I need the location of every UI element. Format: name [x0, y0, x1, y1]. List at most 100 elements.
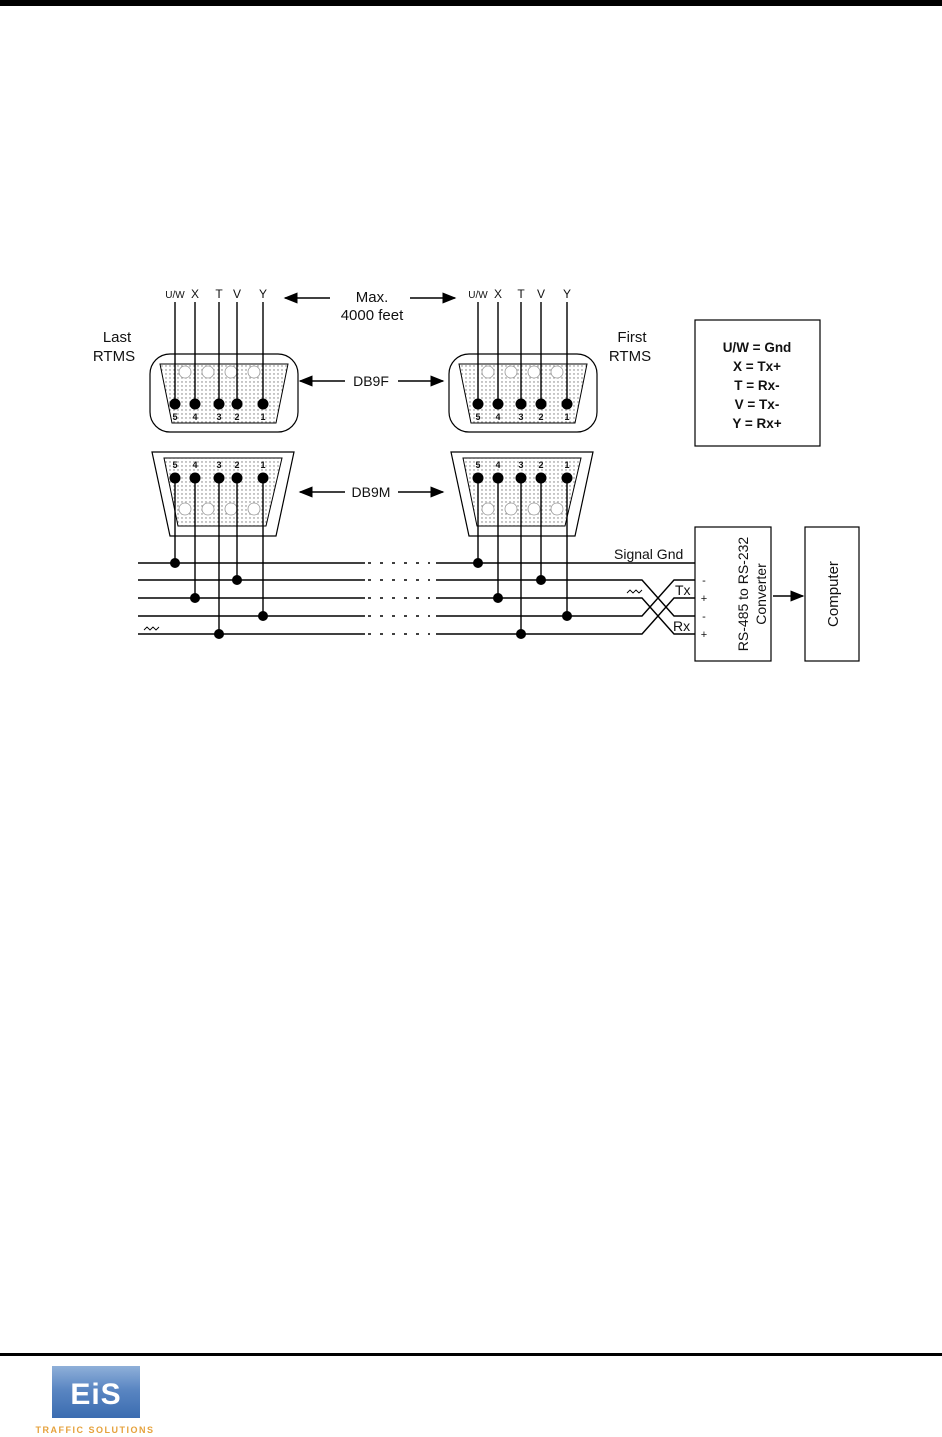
- converter-label: RS-485 to RS-232: [735, 537, 751, 652]
- pin-hole: [248, 503, 260, 515]
- db9m-pin-dot: [170, 473, 181, 484]
- terminator-resistor-icon: [627, 590, 642, 593]
- eis-logo: EiS TRAFFIC SOLUTIONS: [20, 1364, 170, 1437]
- wire-label-V: V: [537, 287, 545, 301]
- bus-junction-dot: [516, 629, 526, 639]
- db9f-pin-number: 3: [518, 412, 523, 422]
- db9f-pin-number: 2: [538, 412, 543, 422]
- polarity-label: -: [702, 611, 706, 623]
- db9f-pin-number: 5: [475, 412, 480, 422]
- db9f-pin-dot: [232, 399, 243, 410]
- db9f-pin-dot: [190, 399, 201, 410]
- db9f-pin-number: 1: [564, 412, 569, 422]
- max-distance-value: 4000 feet: [341, 307, 404, 324]
- db9m-pin-dot: [190, 473, 201, 484]
- wire-label-Y: Y: [563, 287, 571, 301]
- footer-rule: [0, 1353, 942, 1356]
- db9f-pin-number: 5: [172, 412, 177, 422]
- last-rtms-label: RTMS: [93, 348, 135, 365]
- db9m-pin-number: 3: [216, 460, 221, 470]
- legend-entry: U/W = Gnd: [723, 340, 792, 355]
- db9m-pin-number: 2: [234, 460, 239, 470]
- last-rtms-label: Last: [103, 329, 132, 346]
- pin-hole: [225, 366, 237, 378]
- db9f-pin-dot: [473, 399, 484, 410]
- db9f-pin-dot: [562, 399, 573, 410]
- db9f-pin-number: 3: [216, 412, 221, 422]
- db9m-pin-dot: [258, 473, 269, 484]
- db9m-pin-number: 3: [518, 460, 523, 470]
- legend-entry: T = Rx-: [734, 378, 779, 393]
- polarity-label: +: [701, 629, 707, 641]
- bus-junction-dot: [214, 629, 224, 639]
- db9m-pin-number: 1: [260, 460, 265, 470]
- db9m-pin-dot: [232, 473, 243, 484]
- polarity-label: -: [702, 575, 706, 587]
- db9f-pin-dot: [536, 399, 547, 410]
- wire-label-T: T: [517, 287, 525, 301]
- legend-entry: Y = Rx+: [732, 416, 781, 431]
- db9m-pin-number: 4: [495, 460, 500, 470]
- pin-hole: [551, 366, 563, 378]
- wire-label-X: X: [494, 287, 502, 301]
- db9m-pin-number: 1: [564, 460, 569, 470]
- logo-tagline: TRAFFIC SOLUTIONS: [20, 1425, 170, 1435]
- db9m-pin-number: 5: [475, 460, 480, 470]
- first-rtms-label: First: [617, 329, 647, 346]
- db9m-label: DB9M: [352, 484, 391, 500]
- db9f-pin-dot: [214, 399, 225, 410]
- db9f-pin-dot: [258, 399, 269, 410]
- pin-hole: [202, 366, 214, 378]
- bus-junction-dot: [232, 575, 242, 585]
- tx-label: Tx: [675, 582, 691, 598]
- signal-gnd-label: Signal Gnd: [614, 546, 683, 562]
- bus-junction-dot: [562, 611, 572, 621]
- polarity-label: +: [701, 593, 707, 605]
- legend-entry: X = Tx+: [733, 359, 781, 374]
- rtms-wiring-diagram: 5 U/W 5 4 X 4 3 T 3 2 V 2 1 Y 1 5 U/W 5 4 X 4 3 T 3 2 V 2 1 Y 1 U/W = …: [0, 0, 942, 700]
- db9m-pin-number: 2: [538, 460, 543, 470]
- rx-label: Rx: [673, 618, 690, 634]
- pin-hole: [528, 366, 540, 378]
- pin-hole: [225, 503, 237, 515]
- bus-junction-dot: [170, 558, 180, 568]
- wire-label-V: V: [233, 287, 241, 301]
- wire-label-Y: Y: [259, 287, 267, 301]
- db9m-pin-number: 5: [172, 460, 177, 470]
- db9f-pin-number: 2: [234, 412, 239, 422]
- db9f-label: DB9F: [353, 373, 389, 389]
- db9f-pin-number: 4: [495, 412, 500, 422]
- converter-label: Converter: [753, 563, 769, 625]
- pin-hole: [505, 366, 517, 378]
- bus-junction-dot: [190, 593, 200, 603]
- wire-label-T: T: [215, 287, 223, 301]
- pin-hole: [482, 366, 494, 378]
- db9m-pin-dot: [562, 473, 573, 484]
- wire-label-X: X: [191, 287, 199, 301]
- bus-junction-dot: [473, 558, 483, 568]
- pin-hole: [179, 503, 191, 515]
- terminator-resistor-icon: [144, 627, 159, 630]
- legend-entry: V = Tx-: [735, 397, 780, 412]
- db9f-pin-dot: [170, 399, 181, 410]
- bus-junction-dot: [493, 593, 503, 603]
- pin-hole: [505, 503, 517, 515]
- bus-junction-dot: [536, 575, 546, 585]
- wire-label-U/W: U/W: [165, 290, 185, 301]
- pin-hole: [179, 366, 191, 378]
- bus-junction-dot: [258, 611, 268, 621]
- first-rtms-label: RTMS: [609, 348, 651, 365]
- db9f-pin-dot: [516, 399, 527, 410]
- db9m-pin-dot: [473, 473, 484, 484]
- wire-label-U/W: U/W: [468, 290, 488, 301]
- db9m-pin-number: 4: [192, 460, 197, 470]
- db9f-pin-number: 1: [260, 412, 265, 422]
- pin-hole: [551, 503, 563, 515]
- pin-hole: [482, 503, 494, 515]
- db9m-pin-dot: [516, 473, 527, 484]
- logo-letters: EiS: [52, 1378, 140, 1412]
- computer-label: Computer: [825, 561, 842, 627]
- pin-hole: [528, 503, 540, 515]
- db9f-pin-number: 4: [192, 412, 197, 422]
- db9m-pin-dot: [536, 473, 547, 484]
